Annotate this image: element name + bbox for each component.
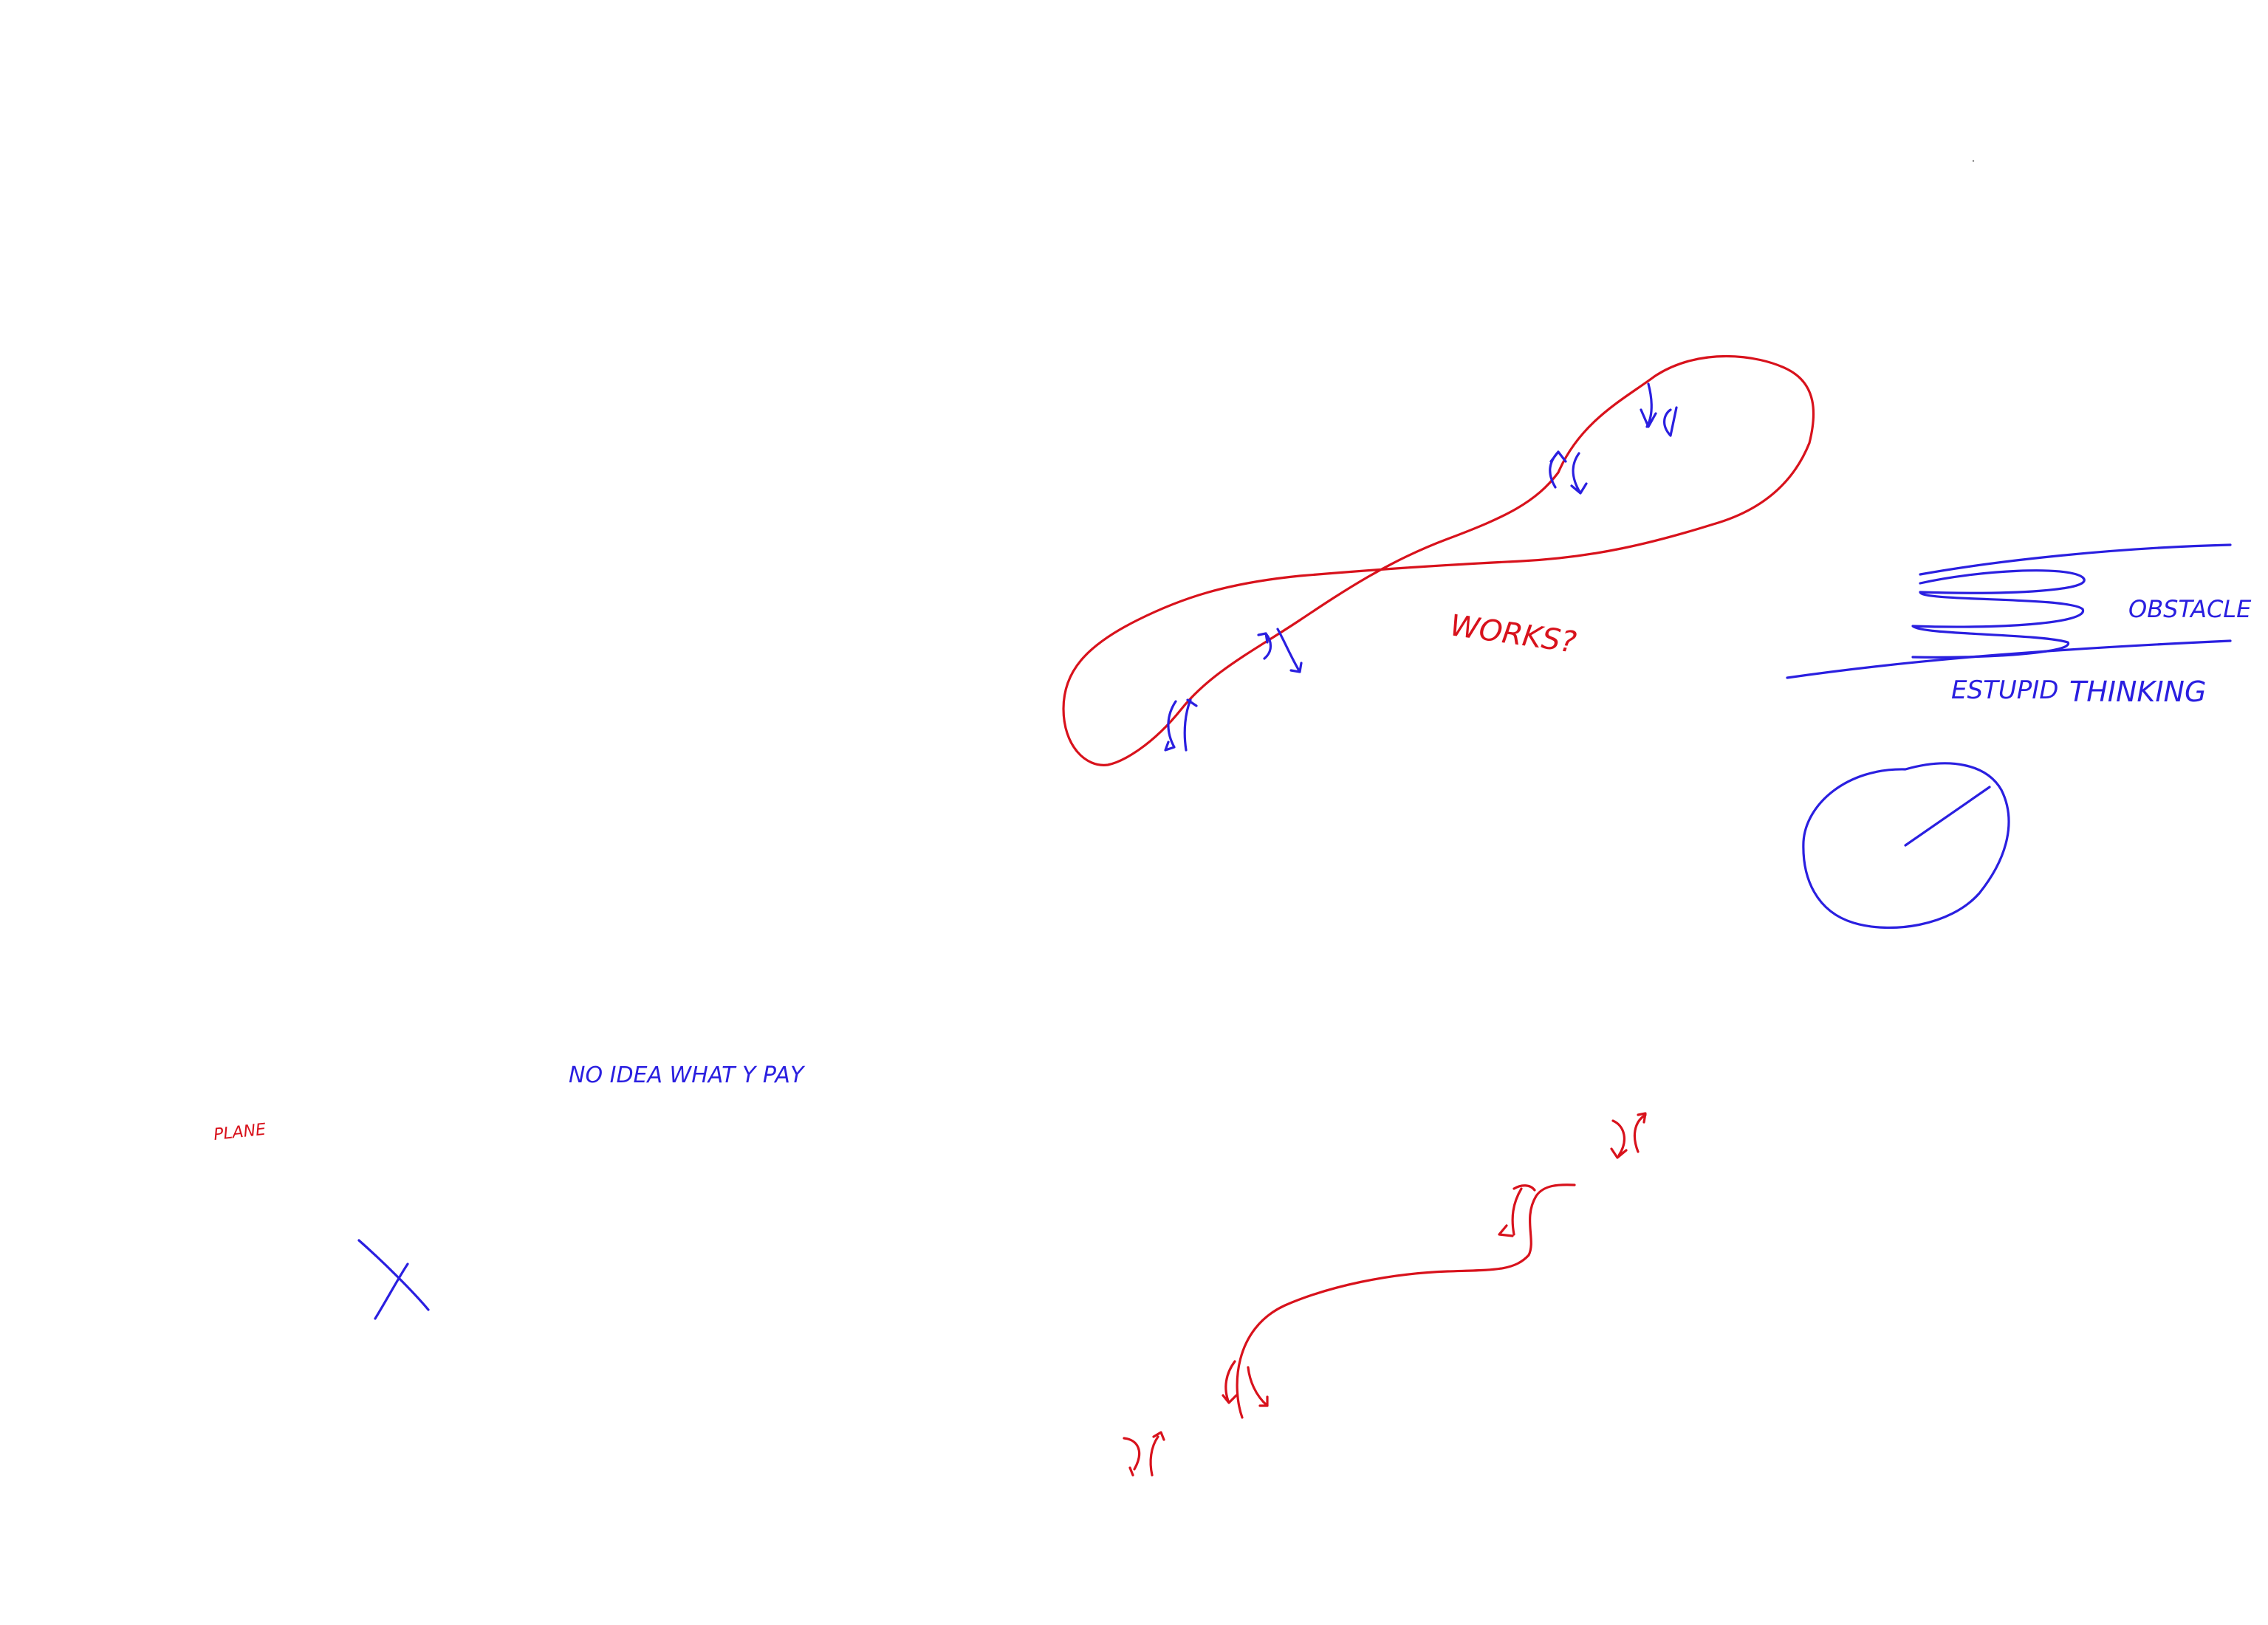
works-label: WORKS?	[1448, 608, 1578, 659]
plane-label: PLANE	[213, 1121, 267, 1144]
lower-red-path	[1236, 1183, 1576, 1419]
thinking-label: THINKING	[2069, 676, 2206, 708]
no-idea-label: NO IDEA WHAT Y PAY	[569, 1062, 806, 1088]
circle-diagram	[1802, 762, 2010, 930]
estupid-label: ESTUPID	[1951, 676, 2058, 705]
loop-arrow-marks	[1164, 382, 1678, 752]
stray-dot	[1972, 159, 1975, 162]
figure-eight-loop	[1062, 354, 1815, 766]
lower-arrow-marks	[1123, 1112, 1647, 1477]
obstacle-scribble	[1786, 543, 2232, 679]
x-mark	[357, 1239, 430, 1320]
obstacle-label: OBSTACLE	[2128, 595, 2252, 623]
